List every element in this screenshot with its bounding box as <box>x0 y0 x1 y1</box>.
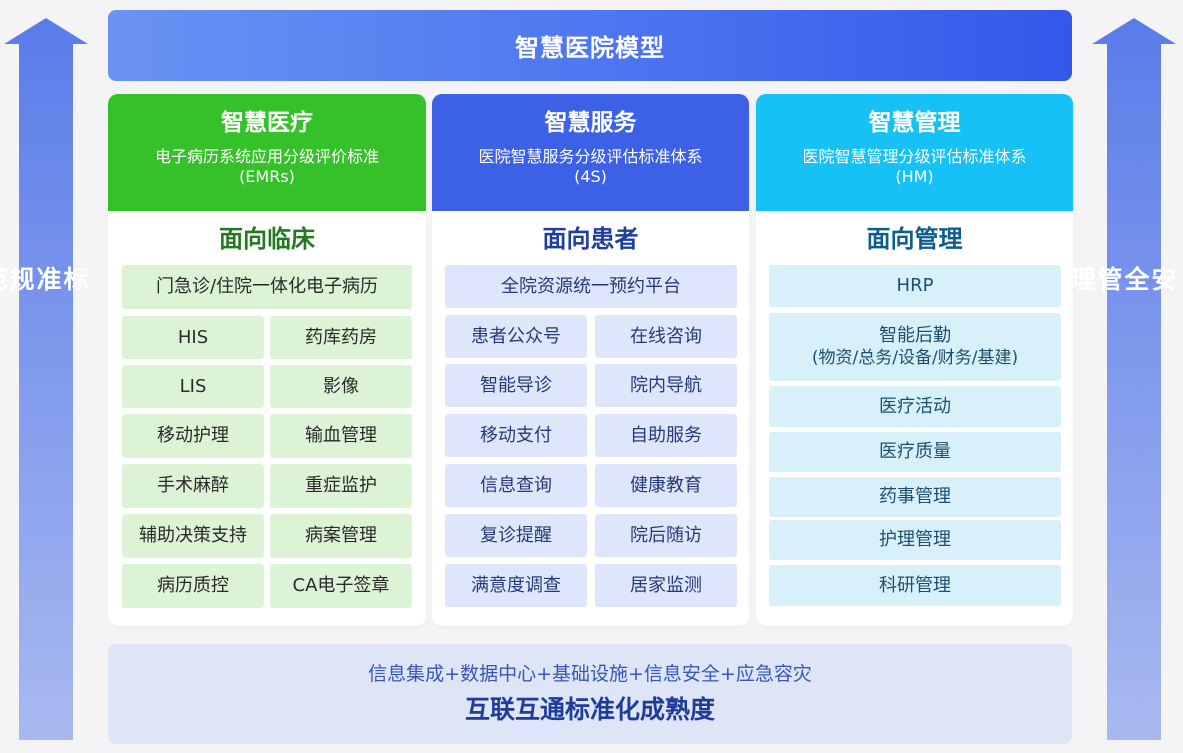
right-arrow: 安 全 管 理 体 系 <box>1013 18 1177 740</box>
grid-item: 移动支付 <box>445 414 587 457</box>
list-item: 护理管理 <box>769 520 1061 560</box>
column-subtitle: 电子病历系统应用分级评价标准 (EMRs) <box>154 147 379 186</box>
top-banner: 智慧医院模型 <box>108 10 1072 81</box>
bottom-banner-line1: 信息集成+数据中心+基础设施+信息安全+应急容灾 <box>368 663 812 685</box>
grid-item: 重症监护 <box>270 464 412 508</box>
column-title: 智慧管理 <box>868 110 961 136</box>
list-item: 智能后勤 (物资/总务/设备/财务/基建) <box>769 313 1061 381</box>
grid-item: 院后随访 <box>595 514 737 557</box>
grid-item: 辅助决策支持 <box>122 514 264 558</box>
column-smart-medical: 智慧医疗 电子病历系统应用分级评价标准 (EMRs) 面向临床 门急诊/住院一体… <box>108 94 426 626</box>
top-banner-title: 智慧医院模型 <box>515 34 665 62</box>
grid-item: 输血管理 <box>270 414 412 458</box>
column-facing: 面向管理 <box>866 225 963 253</box>
wide-item: 门急诊/住院一体化电子病历 <box>122 265 412 309</box>
grid-item: 影像 <box>270 365 412 408</box>
right-arrow-label: 安 全 管 理 体 系 <box>1013 266 1177 291</box>
column-subtitle: 医院智慧服务分级评估标准体系 (4S) <box>478 147 703 186</box>
grid-item: 药库药房 <box>270 316 412 359</box>
grid-item: HIS <box>122 316 264 359</box>
bottom-banner-line2: 互联互通标准化成熟度 <box>464 695 715 724</box>
column-facing: 面向患者 <box>542 225 639 253</box>
bottom-banner: 信息集成+数据中心+基础设施+信息安全+应急容灾 互联互通标准化成熟度 <box>108 644 1072 744</box>
column-smart-service: 智慧服务 医院智慧服务分级评估标准体系 (4S) 面向患者 全院资源统一预约平台… <box>432 94 749 626</box>
grid-item: 院内导航 <box>595 364 737 407</box>
list-item: HRP <box>769 265 1061 307</box>
column-smart-management: 智慧管理 医院智慧管理分级评估标准体系 (HM) 面向管理 HRP 智能后勤 (… <box>756 94 1073 626</box>
left-arrow: 标 准 规 范 体 系 <box>0 18 89 740</box>
grid-item: 患者公众号 <box>445 315 587 358</box>
list-item: 医疗质量 <box>769 432 1061 472</box>
grid-item: 病历质控 <box>122 564 264 608</box>
grid-item: 病案管理 <box>270 514 412 558</box>
column-header: 智慧医疗 电子病历系统应用分级评价标准 (EMRs) <box>108 94 426 211</box>
grid-item: 智能导诊 <box>445 364 587 407</box>
list-item: 科研管理 <box>769 565 1061 606</box>
grid-item: 信息查询 <box>445 464 587 507</box>
column-facing: 面向临床 <box>219 225 315 253</box>
grid-item: 复诊提醒 <box>445 514 587 557</box>
column-subtitle: 医院智慧管理分级评估标准体系 (HM) <box>802 147 1027 186</box>
grid-item: LIS <box>122 365 264 408</box>
left-arrow-label: 标 准 规 范 体 系 <box>0 266 89 291</box>
grid-item: 手术麻醉 <box>122 464 264 508</box>
grid-item: 健康教育 <box>595 464 737 507</box>
list-item: 药事管理 <box>769 477 1061 517</box>
grid-item: 自助服务 <box>595 414 737 457</box>
grid-item: 在线咨询 <box>595 315 737 358</box>
grid-item: 居家监测 <box>595 564 737 607</box>
column-header: 智慧管理 医院智慧管理分级评估标准体系 (HM) <box>756 94 1073 211</box>
list-item: 医疗活动 <box>769 386 1061 427</box>
grid-item: CA电子签章 <box>270 564 412 608</box>
column-header: 智慧服务 医院智慧服务分级评估标准体系 (4S) <box>432 94 749 211</box>
grid-item: 移动护理 <box>122 414 264 458</box>
column-title: 智慧服务 <box>544 110 637 136</box>
grid-item: 满意度调查 <box>445 564 587 607</box>
wide-item: 全院资源统一预约平台 <box>445 265 737 308</box>
column-title: 智慧医疗 <box>221 110 313 136</box>
